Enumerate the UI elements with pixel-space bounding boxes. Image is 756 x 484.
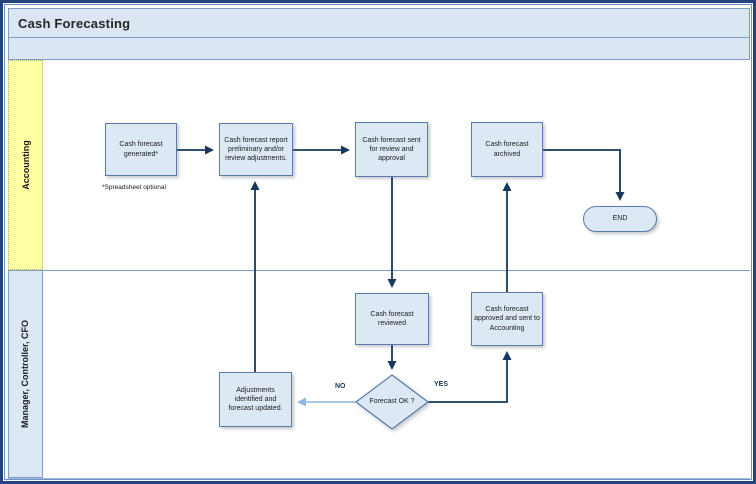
process-box-cash-forecast-reviewed: Cash forecast reviewed — [355, 293, 429, 345]
process-box-cash-forecast-archived: Cash forecast archived — [471, 122, 543, 177]
flowchart-canvas: Cash Forecasting Accounting Manager, Con… — [6, 6, 753, 481]
swimlane-label-text: Accounting — [20, 140, 31, 190]
title-bar: Cash Forecasting — [8, 8, 750, 38]
node-text: Cash forecast report preliminary and/or … — [224, 136, 288, 163]
process-box-cash-forecast-generated: Cash forecast generated* — [105, 123, 177, 176]
swimlane-divider — [8, 270, 750, 271]
edge-decision-yes-to-approved — [428, 351, 512, 403]
edge-label-yes: YES — [434, 381, 449, 388]
phase-header-bar — [8, 38, 750, 60]
node-text: Cash forecast sent for review and approv… — [362, 136, 421, 163]
edge-archived-to-end — [543, 149, 625, 201]
swimlane-label-manager-controller-cfo: Manager, Controller, CFO — [8, 270, 43, 478]
edge-label-no: NO — [335, 383, 346, 390]
decision-diamond-label: Forecast OK ? — [362, 375, 422, 429]
swimlane-label-text: Manager, Controller, CFO — [20, 319, 31, 429]
process-box-cash-forecast-report: Cash forecast report preliminary and/or … — [219, 123, 293, 176]
node-text: Cash forecast archived — [485, 141, 529, 158]
end-terminator: END — [583, 206, 657, 232]
spreadsheet-optional-note: *Spreadsheet optional — [102, 184, 166, 191]
node-text: Forecast OK ? — [369, 398, 415, 406]
node-text: Cash forecast reviewed — [370, 310, 414, 327]
node-text: Cash forecast generated* — [119, 141, 163, 158]
swimlane-bottom-border — [8, 478, 750, 479]
node-text: Cash forecast approved and sent to Accou… — [474, 306, 540, 332]
process-box-cash-forecast-approved: Cash forecast approved and sent to Accou… — [471, 292, 543, 346]
process-box-adjustments-identified: Adjustments identified and forecast upda… — [219, 372, 292, 427]
process-box-cash-forecast-sent: Cash forecast sent for review and approv… — [355, 122, 428, 177]
swimlane-label-accounting: Accounting — [8, 60, 43, 270]
node-text: Adjustments identified and forecast upda… — [228, 386, 283, 413]
page-title: Cash Forecasting — [18, 15, 131, 31]
node-text: END — [612, 215, 628, 223]
